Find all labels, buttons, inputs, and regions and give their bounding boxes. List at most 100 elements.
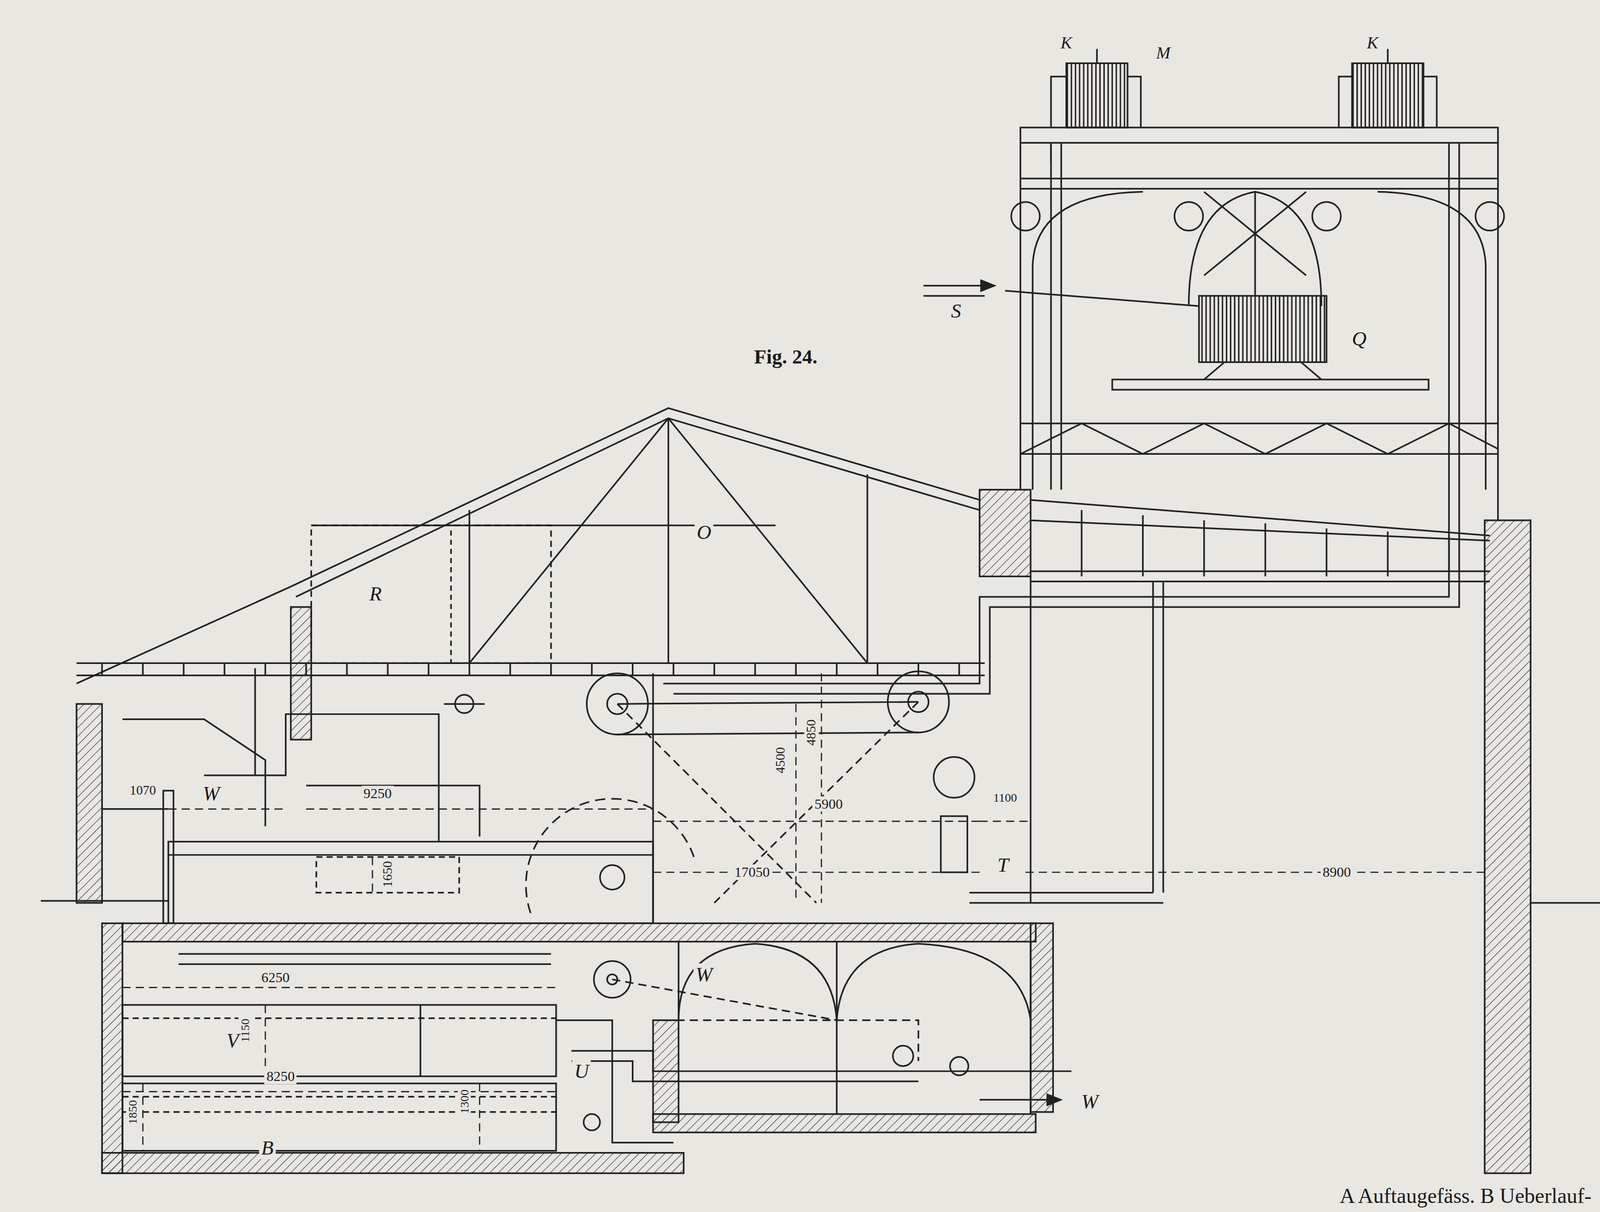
drawing-stroke — [264, 1004, 266, 1077]
dimension-number: 4850 — [803, 717, 819, 748]
part-letter: K — [1364, 33, 1381, 52]
drawing-stroke — [653, 820, 980, 822]
drawing-stroke — [1199, 295, 1327, 363]
drawing-stroke — [101, 1153, 684, 1174]
drawing-stroke — [653, 871, 980, 873]
drawing-stroke — [617, 732, 919, 735]
drawing-stroke — [1030, 520, 1491, 541]
drawing-stroke — [1204, 362, 1225, 380]
figure-caption: A Auftaugefäss. B Ueberlauf- — [1337, 1184, 1594, 1208]
drawing-stroke — [76, 674, 985, 677]
drawing-stroke — [290, 607, 312, 740]
drawing-stroke — [122, 1083, 557, 1152]
drawing-stroke — [1020, 453, 1499, 455]
drawing-stroke — [551, 524, 776, 527]
drawing-stroke — [1020, 188, 1499, 190]
drawing-stroke — [76, 703, 103, 904]
drawing-stroke — [40, 900, 169, 902]
drawing-stroke — [1188, 191, 1322, 307]
drawing-stroke — [1484, 520, 1531, 1174]
drawing-stroke — [1300, 362, 1322, 380]
drawing-stroke — [950, 1056, 969, 1076]
drawing-stroke — [1497, 142, 1499, 521]
drawing-stroke — [1174, 202, 1204, 231]
part-letter: W — [1079, 1090, 1101, 1113]
drawing-stroke — [204, 714, 439, 842]
drawing-stroke — [923, 294, 985, 297]
drawing-stroke — [450, 530, 452, 664]
drawing-stroke — [101, 808, 286, 810]
drawing-stroke — [940, 816, 968, 873]
drawing-stroke — [419, 1004, 422, 1077]
drawing-stroke — [1030, 570, 1491, 573]
drawing-stroke — [667, 418, 670, 664]
drawing-stroke — [254, 668, 256, 776]
drawing-stroke — [469, 418, 669, 664]
drawing-stroke — [678, 941, 1031, 1021]
drawing-stroke — [795, 703, 797, 904]
drawing-stroke — [525, 798, 694, 914]
drawing-stroke — [101, 673, 1490, 1152]
drawing-stroke — [1475, 202, 1505, 231]
drawing-stroke — [583, 1114, 600, 1131]
drawing-stroke — [168, 841, 654, 924]
drawing-stroke — [306, 785, 480, 837]
drawing-stroke — [178, 953, 552, 955]
part-letter: B — [259, 1137, 276, 1160]
drawing-stroke — [1530, 902, 1600, 904]
drawing-stroke — [893, 1045, 914, 1066]
drawing-stroke — [1112, 379, 1429, 390]
drawing-stroke — [1351, 63, 1424, 128]
dimension-number: 5900 — [812, 796, 845, 812]
drawing-stroke — [122, 987, 557, 989]
drawing-stroke — [1081, 510, 1449, 577]
drawing-stroke — [1338, 76, 1437, 128]
drawing-stroke — [1004, 290, 1199, 307]
dimension-number: 17050 — [732, 864, 772, 881]
drawing-stroke — [1025, 871, 1491, 873]
drawing-stroke — [1050, 76, 1141, 128]
drawing-stroke — [168, 854, 654, 856]
drawing-stroke — [820, 673, 822, 904]
part-letter: V — [224, 1029, 241, 1052]
drawing-stroke — [969, 893, 1163, 904]
dimension-number: 8900 — [1320, 864, 1353, 881]
drawing-stroke — [122, 923, 1036, 942]
drawing-stroke — [1020, 422, 1499, 425]
drawing-stroke — [1050, 142, 1052, 490]
drawing-stroke — [617, 703, 817, 904]
figure-title: Fig. 24. — [751, 345, 820, 369]
drawing-stroke — [122, 1017, 557, 1020]
drawing-stroke — [923, 284, 995, 287]
dimension-number: 1300 — [457, 1087, 471, 1116]
drawing-stroke — [1060, 142, 1062, 490]
drawing-stroke — [663, 1020, 919, 1062]
drawing-stroke — [468, 510, 470, 664]
drawing-stroke — [306, 808, 654, 810]
dimension-number: 4500 — [773, 745, 789, 776]
drawing-stroke — [122, 1091, 557, 1093]
drawing-stroke — [101, 923, 123, 1174]
dimension-number: 9250 — [361, 786, 394, 802]
drawing-stroke — [1020, 178, 1499, 180]
drawing-stroke — [1030, 923, 1054, 1112]
drawing-stroke — [122, 1111, 557, 1113]
drawing-stroke — [142, 1083, 144, 1152]
part-letter: O — [694, 521, 714, 544]
drawing-stroke — [371, 857, 373, 894]
drawing-stroke — [1066, 63, 1128, 128]
drawing-stroke — [1020, 423, 1499, 455]
drawing-stroke — [673, 142, 1460, 694]
drawing-stroke — [1019, 142, 1022, 490]
drawing-stroke — [933, 756, 975, 798]
drawing-stroke — [1029, 576, 1032, 904]
drawing-stroke — [295, 418, 980, 598]
drawing-stroke — [1030, 580, 1491, 583]
drawing-stroke — [979, 1099, 1062, 1101]
drawing-stroke — [571, 1061, 919, 1082]
drawing-stroke — [311, 524, 552, 527]
drawing-stroke — [122, 1096, 557, 1098]
dimension-number: 8250 — [264, 1068, 297, 1085]
part-letter: R — [367, 582, 384, 606]
drawing-stroke — [1152, 581, 1154, 893]
